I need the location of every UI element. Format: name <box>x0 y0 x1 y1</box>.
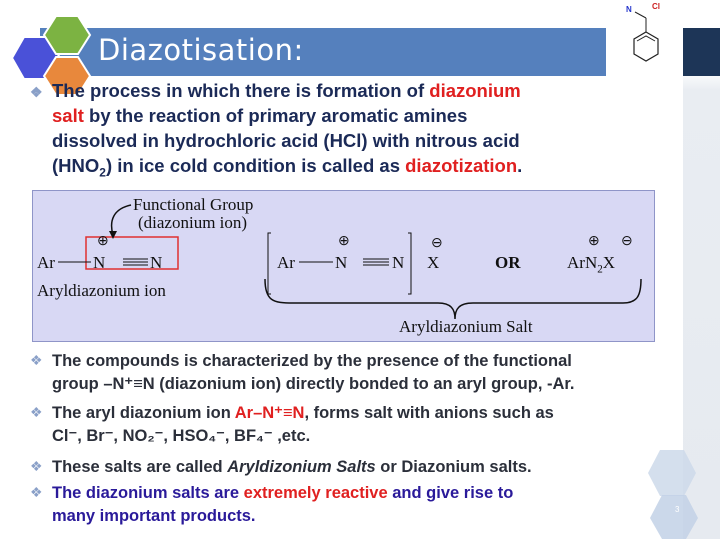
bullet-salt-names: These salts are called Aryldizonium Salt… <box>52 458 532 476</box>
navy-accent-block <box>683 28 720 76</box>
title-bar <box>40 28 606 76</box>
bullet-anions: The aryl diazonium ion Ar–N⁺≡N, forms sa… <box>52 404 554 445</box>
bullet-list: ❖ The compounds is characterized by the … <box>0 350 720 539</box>
right-band <box>683 0 720 539</box>
diagram-lines <box>58 204 642 320</box>
bullet-diazotisation-definition: ❖ The process in which there is formatio… <box>30 80 523 180</box>
diazonium-diagram: Functional Group (diazonium ion) ⊕ Ar N … <box>32 190 655 342</box>
decorative-hexagons-icon <box>648 450 698 539</box>
page-number: 3 <box>675 505 680 514</box>
bullet-icon: ❖ <box>30 484 43 500</box>
bullet-icon: ❖ <box>30 352 43 368</box>
bullet-functional-group: The compounds is characterized by the pr… <box>52 352 575 393</box>
bullet-icon: ❖ <box>30 458 43 474</box>
hexagon-logo-icon <box>10 15 92 96</box>
bullet-icon: ❖ <box>30 84 43 100</box>
bullet-icon: ❖ <box>30 404 43 420</box>
benzene-ring-icon <box>633 11 659 62</box>
benzenediazonium-chloride-structure: N Cl <box>618 0 678 75</box>
slide-title: Diazotisation: <box>98 33 304 67</box>
bullet-reactivity: The diazonium salts are extremely reacti… <box>52 484 514 525</box>
